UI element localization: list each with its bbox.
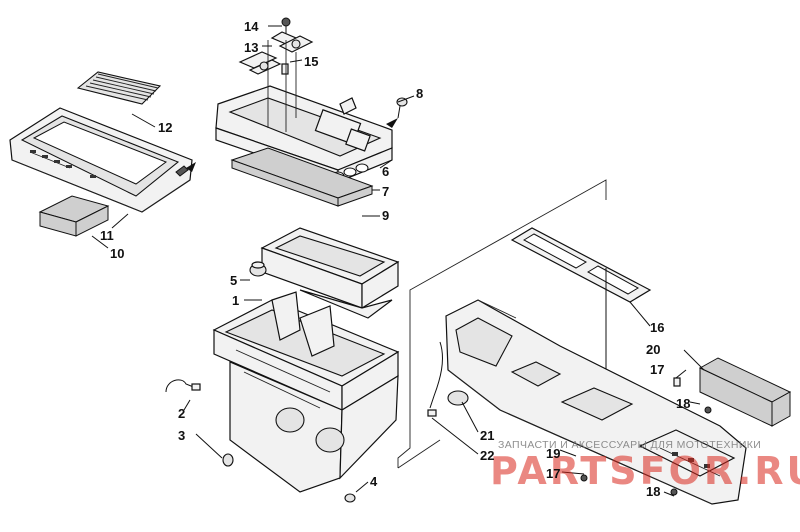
part-10-foam-pad xyxy=(38,195,110,237)
assembly-reference-lines xyxy=(397,179,607,469)
watermark-tagline: ЗАПЧАСТИ И АКСЕССУАРЫ ДЛЯ МОТОТЕХНИКИ xyxy=(498,439,761,451)
callout-16: 16 xyxy=(650,320,664,335)
callout-22: 22 xyxy=(480,448,494,463)
part-21-hose xyxy=(429,341,469,409)
part-9-airbox-lid xyxy=(260,227,400,319)
callout-21: 21 xyxy=(480,428,494,443)
watermark: ЗАПЧАСТИ И АКСЕССУАРЫ ДЛЯ МОТОТЕХНИКИ PA… xyxy=(490,439,800,493)
part-15-spacer xyxy=(281,63,289,75)
callout-7: 7 xyxy=(382,184,389,199)
callout-10: 10 xyxy=(110,246,124,261)
callout-2: 2 xyxy=(178,406,185,421)
part-4-drain-plug xyxy=(344,493,356,503)
part-13-clamp xyxy=(238,31,314,75)
leader-lines xyxy=(91,25,705,497)
callout-13: 13 xyxy=(244,40,258,55)
callout-15: 15 xyxy=(304,54,318,69)
callout-18-upper: 18 xyxy=(676,396,690,411)
part-1-airbox xyxy=(212,291,400,493)
callout-3: 3 xyxy=(178,428,185,443)
part-11-cover xyxy=(9,107,196,213)
callout-9: 9 xyxy=(382,208,389,223)
part-3-grommet xyxy=(222,453,234,467)
part-17-screw xyxy=(580,377,681,482)
part-2-hose-clamp xyxy=(165,379,201,393)
callout-17-lower: 17 xyxy=(546,466,560,481)
callout-17-upper: 17 xyxy=(650,362,664,377)
callout-4: 4 xyxy=(370,474,378,489)
callout-11: 11 xyxy=(100,228,114,243)
part-12-grille xyxy=(76,71,162,105)
right-housing xyxy=(445,299,747,505)
callout-6: 6 xyxy=(382,164,389,179)
part-20-foam-pad xyxy=(698,357,792,427)
callout-8: 8 xyxy=(416,86,423,101)
part-22-connector xyxy=(427,409,437,417)
callout-5: 5 xyxy=(230,273,237,288)
callout-labels: 1 2 3 4 5 6 7 8 9 10 11 12 13 14 15 16 1… xyxy=(100,19,690,499)
part-18-nut xyxy=(670,406,712,496)
part-7-foam-gasket xyxy=(230,147,374,207)
callout-14: 14 xyxy=(244,19,259,34)
part-5-cap xyxy=(249,261,267,277)
callout-20: 20 xyxy=(646,342,660,357)
watermark-logo: PARTSFOR.RU xyxy=(490,449,800,493)
callout-19: 19 xyxy=(546,446,560,461)
callout-1: 1 xyxy=(232,293,239,308)
callout-12: 12 xyxy=(158,120,172,135)
callout-18-lower: 18 xyxy=(646,484,660,499)
